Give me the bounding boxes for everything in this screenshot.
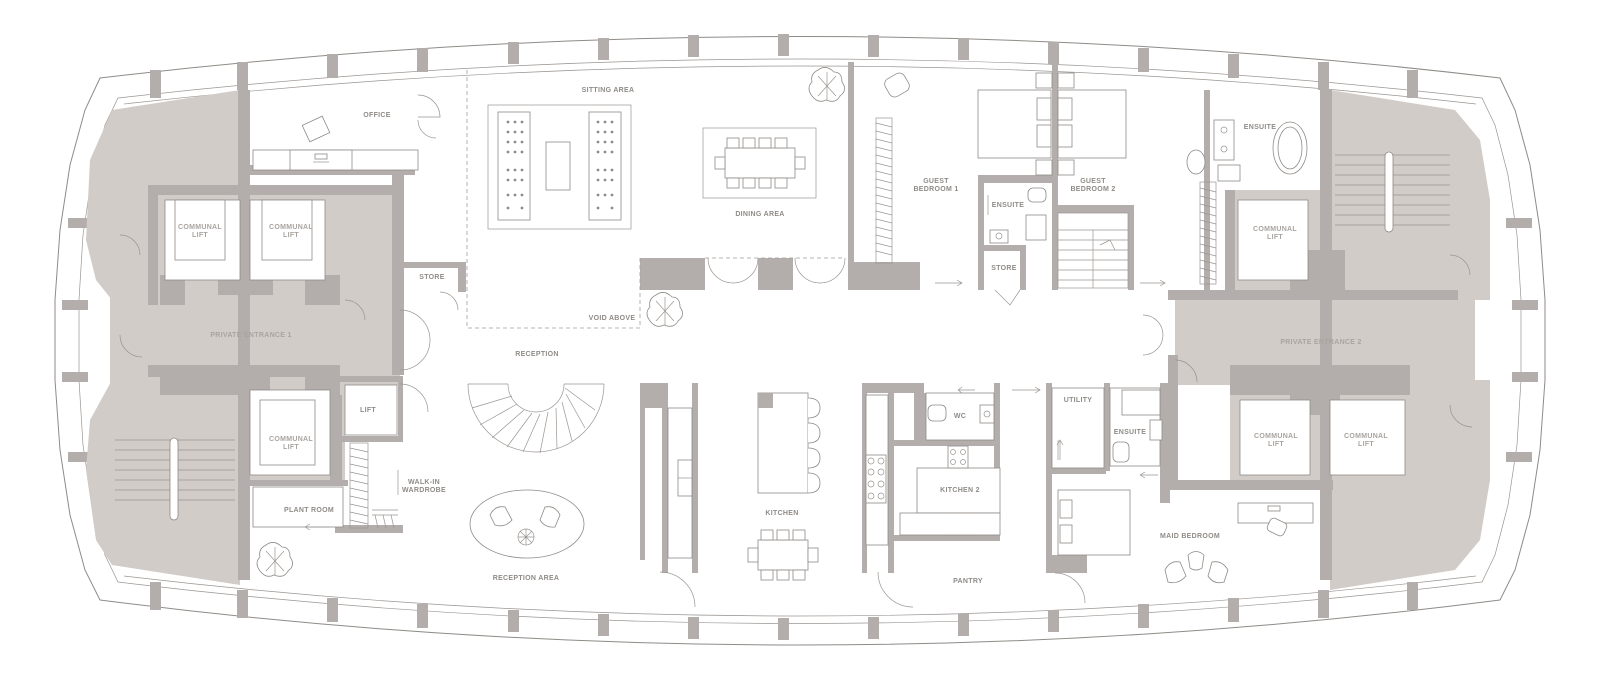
flow-arrows	[935, 279, 1166, 479]
maid-bedroom-furniture	[1057, 489, 1314, 584]
spiral-staircase	[467, 383, 605, 454]
label-ensuite-master: ENSUITE	[1244, 124, 1276, 131]
door-swings	[399, 94, 1198, 608]
building-envelope	[54, 36, 1546, 646]
label-reception-area: RECEPTION AREA	[493, 575, 560, 582]
label-communal-lift-2a: COMMUNAL	[269, 224, 313, 231]
lift-box	[344, 384, 398, 436]
label-store-guest: STORE	[991, 265, 1017, 272]
label-walk-in-line2: WARDROBE	[402, 487, 446, 494]
label-pantry: PANTRY	[953, 578, 983, 585]
label-communal-lift-1a: COMMUNAL	[178, 224, 222, 231]
label-communal-lift-5a: COMMUNAL	[1254, 433, 1298, 440]
guest-beds	[884, 72, 1127, 176]
interior-walls	[248, 62, 1210, 573]
label-plant-room: PLANT ROOM	[284, 507, 334, 514]
plant-room-box	[252, 486, 344, 531]
label-kitchen: KITCHEN	[765, 510, 798, 517]
label-communal-lift-2b: LIFT	[283, 232, 299, 239]
label-ensuite-maid: ENSUITE	[1114, 429, 1146, 436]
label-ensuite-guest: ENSUITE	[992, 202, 1024, 209]
label-lift: LIFT	[360, 407, 376, 414]
office-desk	[252, 115, 419, 171]
wc-fixtures	[925, 392, 995, 441]
label-guest-bedroom-1-line1: GUEST	[923, 178, 949, 185]
label-communal-lift-6b: LIFT	[1358, 441, 1374, 448]
label-guest-bedroom-2-line1: GUEST	[1080, 178, 1106, 185]
kitchen-2-furniture	[865, 394, 1001, 546]
master-ensuite-fixtures	[1186, 119, 1308, 182]
dining-table	[702, 127, 817, 199]
label-maid-bedroom: MAID BEDROOM	[1160, 533, 1220, 540]
room-labels: OFFICE SITTING AREA DINING AREA GUEST BE…	[178, 87, 1388, 585]
sitting-area-sofas	[487, 104, 632, 230]
label-communal-lift-3b: LIFT	[283, 444, 299, 451]
label-guest-bedroom-2-line2: BEDROOM 2	[1070, 186, 1115, 193]
staircase-guest	[1057, 212, 1129, 289]
utility-ensuite	[1051, 387, 1163, 469]
label-walk-in-line1: WALK-IN	[408, 479, 440, 486]
label-communal-lift-1b: LIFT	[192, 232, 208, 239]
guest-ensuite-fixtures	[987, 187, 1047, 244]
label-communal-lift-6a: COMMUNAL	[1344, 433, 1388, 440]
facade-mullions	[62, 34, 1538, 640]
label-kitchen-2: KITCHEN 2	[940, 487, 980, 494]
right-wing-core	[1168, 90, 1490, 590]
label-sitting-area: SITTING AREA	[582, 87, 635, 94]
label-private-entrance-1: PRIVATE ENTRANCE 1	[210, 332, 291, 339]
label-reception: RECEPTION	[515, 351, 559, 358]
label-guest-bedroom-1-line2: BEDROOM 1	[913, 186, 958, 193]
label-communal-lift-4b: LIFT	[1267, 234, 1283, 241]
label-communal-lift-4a: COMMUNAL	[1253, 226, 1297, 233]
label-communal-lift-3a: COMMUNAL	[269, 436, 313, 443]
kitchen-furniture	[667, 392, 821, 581]
void-above-outline	[466, 70, 845, 329]
label-utility: UTILITY	[1064, 397, 1093, 404]
label-store-left: STORE	[419, 274, 445, 281]
label-private-entrance-2: PRIVATE ENTRANCE 2	[1280, 339, 1361, 346]
wardrobe-hatched	[349, 117, 1217, 529]
plant-icons	[256, 67, 845, 577]
label-dining-area: DINING AREA	[735, 211, 784, 218]
label-wc: WC	[954, 413, 966, 420]
label-void-above: VOID ABOVE	[589, 315, 636, 322]
label-office: OFFICE	[363, 112, 390, 119]
label-communal-lift-5b: LIFT	[1268, 441, 1284, 448]
reception-area-furniture	[469, 489, 585, 559]
